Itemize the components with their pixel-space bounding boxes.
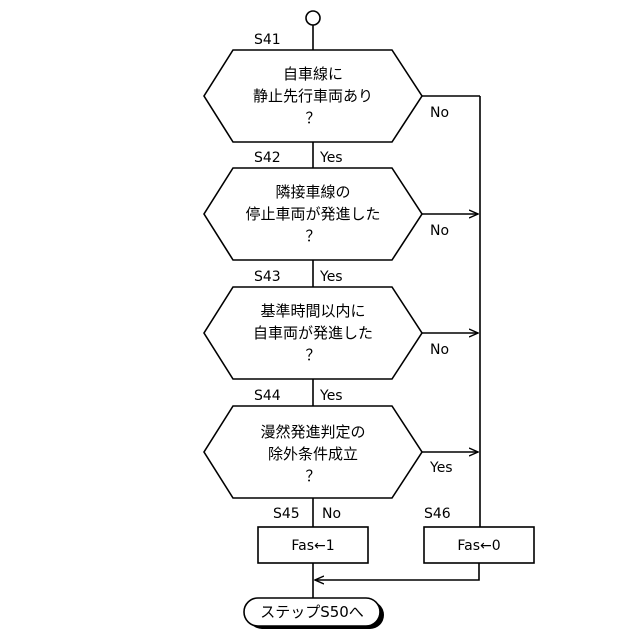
flow-line-s46-merge: [315, 563, 479, 580]
decision-s42-line3: ？: [305, 227, 320, 245]
branch-label-s41-down: Yes: [319, 150, 343, 166]
branch-label-s42-right: No: [430, 223, 449, 239]
decision-s41-line3: ？: [305, 109, 320, 127]
step-id-s42: S42: [254, 150, 281, 166]
step-id-s46: S46: [424, 506, 451, 522]
decision-s42-line2: 停止車両が発進した: [245, 205, 380, 223]
step-id-s44: S44: [254, 388, 281, 404]
step-id-s43: S43: [254, 269, 281, 285]
step-id-s45: S45: [273, 506, 300, 522]
branch-label-s42-down: Yes: [319, 269, 343, 285]
branch-label-s44-right: Yes: [429, 460, 453, 476]
branch-label-s41-right: No: [430, 105, 449, 121]
decision-s44-line1: 漫然発進判定の: [260, 423, 365, 441]
decision-s44-line2: 除外条件成立: [268, 445, 358, 463]
decision-s44-line3: ？: [305, 467, 320, 485]
process-box-s46-text: Fas←0: [457, 538, 500, 554]
branch-label-s44-down: No: [322, 506, 341, 522]
branch-label-s43-right: No: [430, 342, 449, 358]
branch-label-s43-down: Yes: [319, 388, 343, 404]
decision-s41-line1: 自車線に: [283, 65, 343, 83]
start-connector: [306, 11, 320, 25]
decision-s42-line1: 隣接車線の: [275, 183, 350, 201]
decision-s43-line1: 基準時間以内に: [260, 302, 365, 320]
process-box-s45-text: Fas←1: [291, 538, 334, 554]
decision-s43-line3: ？: [305, 346, 320, 364]
decision-s41-line2: 静止先行車両あり: [253, 87, 373, 105]
terminal-text: ステップS50へ: [260, 603, 364, 621]
decision-s43-line2: 自車両が発進した: [253, 324, 373, 342]
step-id-s41: S41: [254, 32, 281, 48]
